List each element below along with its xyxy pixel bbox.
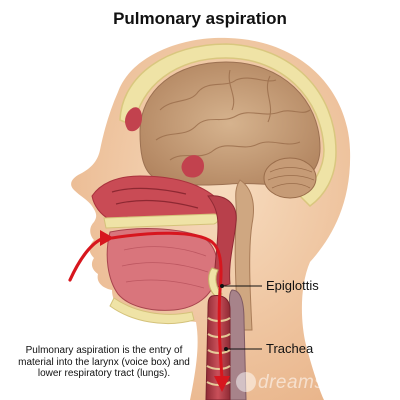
arrow-head-mouth <box>100 230 114 246</box>
label-epiglottis: Epiglottis <box>266 278 319 293</box>
aspiration-arrow-path <box>110 231 224 380</box>
trachea <box>205 295 231 400</box>
skull <box>119 43 337 207</box>
diagram-title: Pulmonary aspiration <box>113 9 287 28</box>
frontal-sinus <box>125 107 142 132</box>
trachea-dot <box>224 347 228 351</box>
watermark-logo-icon <box>236 372 256 392</box>
cerebellum <box>263 157 317 199</box>
caption-text: Pulmonary aspiration is the entry of mat… <box>18 345 190 379</box>
tongue <box>106 228 218 311</box>
epiglottis-dot <box>220 284 224 288</box>
label-trachea: Trachea <box>266 341 314 356</box>
lower-jaw <box>109 297 195 325</box>
sphenoid-sinus <box>181 155 204 178</box>
arrow-head-trachea <box>214 376 230 392</box>
watermark: dreamstime <box>258 372 363 393</box>
